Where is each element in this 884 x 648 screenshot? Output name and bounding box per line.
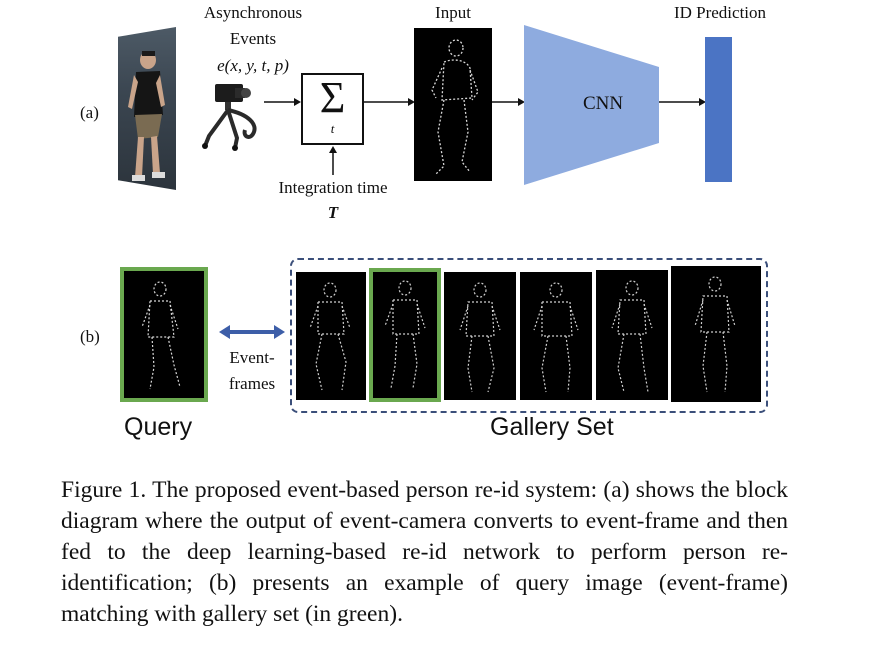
- gallery-frame-6: [671, 266, 761, 402]
- arrow-integration-to-sum: [329, 146, 337, 175]
- integration-symbol: T: [327, 203, 339, 222]
- query-event-figure: [141, 281, 181, 390]
- arrow-sum-to-input: [364, 98, 415, 106]
- events-title-line1: Asynchronous: [203, 3, 303, 22]
- gallery-set-box: [290, 258, 768, 413]
- arrow-label-line2: frames: [228, 374, 276, 393]
- event-camera-icon: [202, 84, 257, 151]
- prediction-label: ID Prediction: [673, 3, 767, 22]
- summation-block: Σ t: [301, 73, 364, 145]
- gallery-frame-4: [520, 272, 592, 400]
- sigma-symbol: Σ: [319, 73, 346, 122]
- query-event-frame: [120, 267, 208, 402]
- events-title-line2: Events: [229, 29, 277, 48]
- gallery-figure-5: [611, 280, 653, 393]
- input-event-frame: [414, 28, 492, 181]
- cnn-label: CNN: [582, 93, 624, 114]
- figure-caption: Figure 1. The proposed event-based perso…: [61, 477, 788, 627]
- panel-b-label: (b): [80, 327, 100, 346]
- gallery-figure-1: [309, 282, 351, 391]
- events-formula: e(x, y, t, p): [217, 56, 289, 75]
- arrow-input-to-cnn: [492, 98, 525, 106]
- sigma-subscript: t: [330, 121, 335, 136]
- gallery-label: Gallery Set: [490, 413, 614, 441]
- pedestrian-silhouette: [128, 51, 165, 181]
- pedestrian-photo: [118, 27, 176, 190]
- gallery-frame-1: [296, 272, 366, 400]
- id-prediction-bar: [705, 37, 732, 182]
- gallery-frame-3: [444, 272, 516, 400]
- double-arrow-icon: [219, 325, 285, 339]
- arrow-label-line1: Event-: [229, 348, 275, 367]
- input-label: Input: [435, 3, 471, 22]
- gallery-frame-5: [596, 270, 668, 400]
- gallery-figure-3: [459, 282, 501, 393]
- gallery-figure-6: [694, 276, 736, 393]
- gallery-figure-4: [533, 282, 579, 393]
- input-event-figure: [431, 39, 479, 175]
- integration-label: Integration time: [278, 178, 388, 197]
- query-label: Query: [124, 413, 193, 441]
- gallery-figure-2: [384, 280, 426, 389]
- panel-a-label: (a): [80, 103, 99, 122]
- cnn-block: [524, 25, 659, 185]
- gallery-frame-2-match: [369, 268, 441, 402]
- arrow-camera-to-sum: [264, 98, 301, 106]
- arrow-cnn-to-prediction: [659, 98, 706, 106]
